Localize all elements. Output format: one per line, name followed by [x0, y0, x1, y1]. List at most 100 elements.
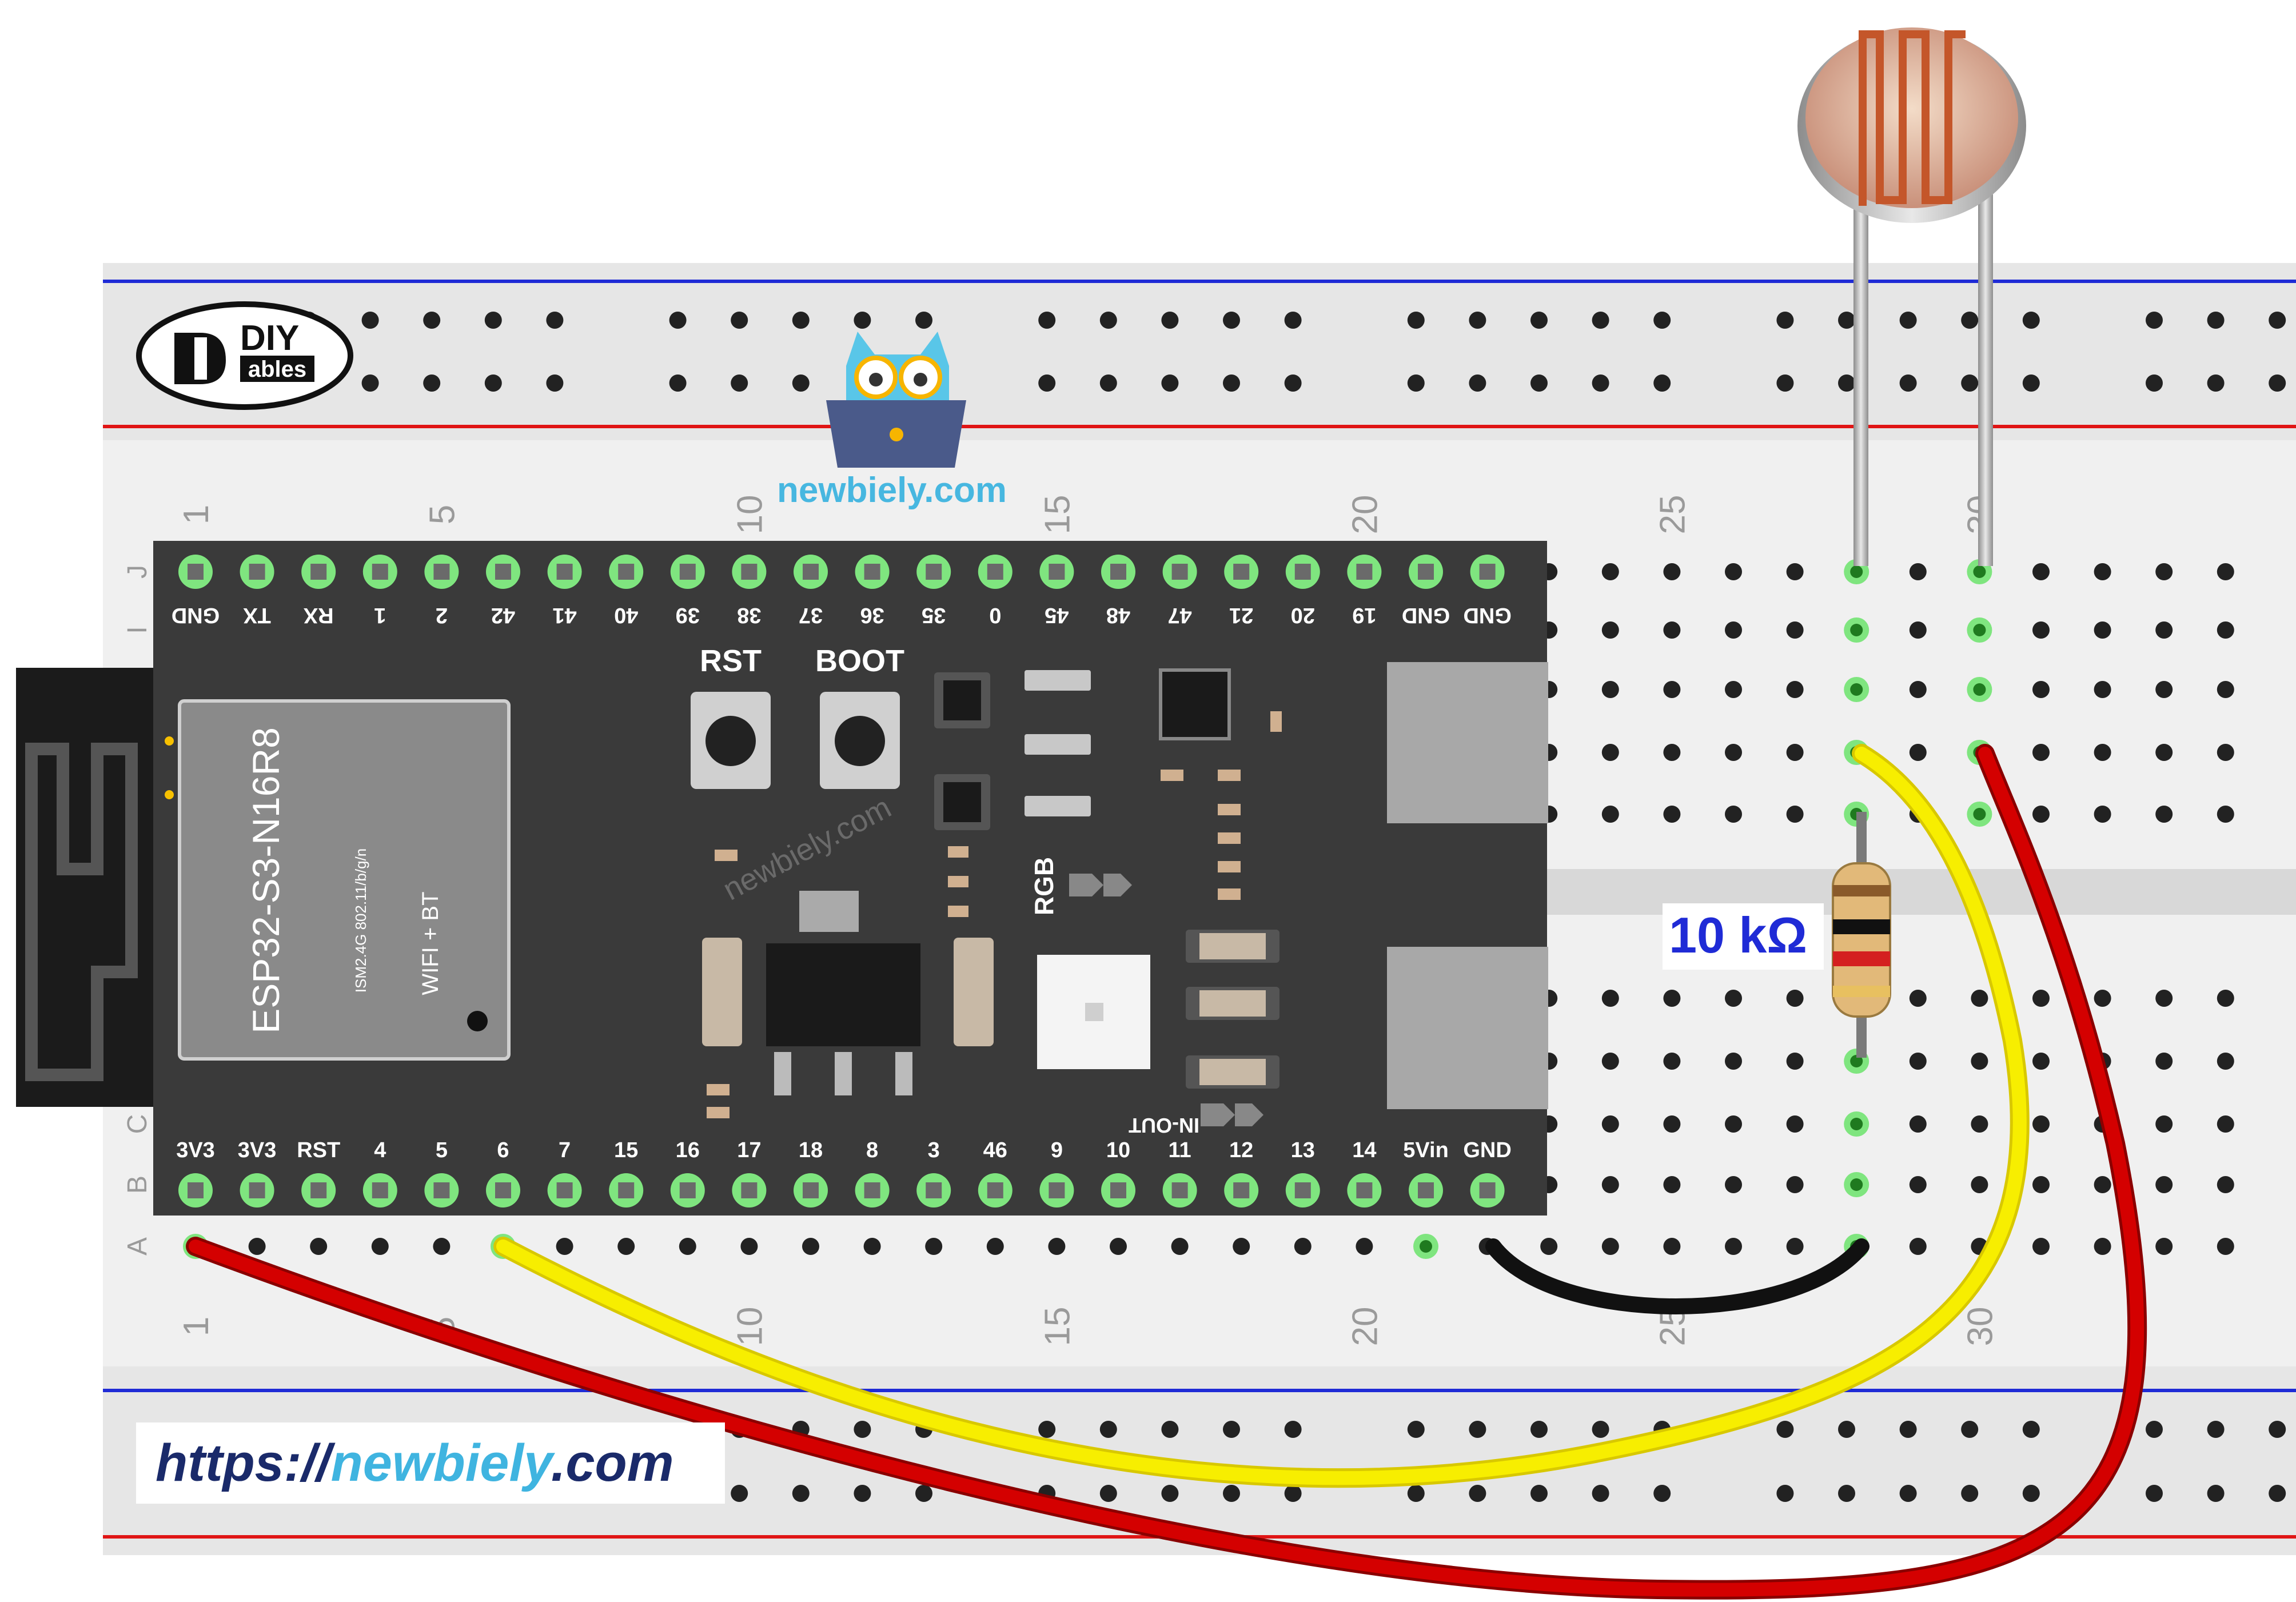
rail-hole [1284, 374, 1302, 392]
rail-hole [1407, 1485, 1425, 1502]
pin-label: 10 [1106, 1138, 1130, 1162]
breadboard-hole [1601, 806, 1619, 823]
rail-hole [1407, 1421, 1425, 1438]
boot-label: BOOT [815, 644, 904, 678]
rail-hole [1038, 1421, 1056, 1438]
inout-label: IN-OUT [1129, 1114, 1199, 1137]
breadboard-hole [1786, 1176, 1804, 1193]
rail-hole [361, 312, 379, 329]
breadboard-hole [1663, 1053, 1681, 1070]
header-pin-pad [741, 1182, 758, 1198]
header-pin-pad [741, 564, 758, 580]
photoresistor [1797, 27, 2026, 566]
logo-top-text: DIY [240, 318, 299, 358]
breadboard-hole [1663, 1176, 1681, 1193]
esp32-s3-board: ESP32-S3-N16R8 ISM2.4G 802.11/b/g/n WIFI… [16, 541, 1548, 1216]
module-wifi-bt: WIFI + BT [418, 891, 443, 995]
rail-hole [1530, 1421, 1548, 1438]
breadboard-hole-active-center [1420, 1240, 1432, 1253]
header-pin-pad [926, 1182, 942, 1198]
breadboard-hole [2094, 681, 2111, 698]
rail-hole [731, 312, 748, 329]
header-pin-pad [310, 564, 327, 580]
breadboard-hole [1909, 621, 1927, 639]
breadboard-hole [740, 1238, 758, 1255]
column-number: 20 [1345, 1307, 1385, 1346]
rail-hole [1776, 374, 1794, 392]
header-pin-pad [1356, 564, 1373, 580]
rail-hole [1961, 1485, 1979, 1502]
pin-label: GND [172, 603, 220, 627]
breadboard-hole [1663, 621, 1681, 639]
header-pin-pad [495, 564, 511, 580]
rail-hole [1161, 1421, 1179, 1438]
rail-hole [1469, 374, 1486, 392]
breadboard-hole [2217, 621, 2234, 639]
rail-hole [915, 1485, 932, 1502]
header-pin-pad [987, 1182, 1003, 1198]
breadboard-hole [1786, 1115, 1804, 1133]
breadboard-hole [1909, 1238, 1927, 1255]
column-number: 30 [1960, 1307, 2000, 1346]
rail-hole [1530, 312, 1548, 329]
row-letter: B [122, 1175, 153, 1194]
rail-hole [2207, 374, 2225, 392]
pin-label: 46 [983, 1138, 1007, 1162]
pin-label: 35 [922, 603, 946, 627]
breadboard-hole [1601, 744, 1619, 761]
rail-hole [2022, 1421, 2040, 1438]
pin-label: 17 [737, 1138, 761, 1162]
breadboard-hole [2032, 563, 2050, 580]
rail-hole [1223, 1485, 1240, 1502]
breadboard-hole [1048, 1238, 1066, 1255]
url-text: https://newbiely.com [156, 1434, 674, 1492]
breadboard-hole [1663, 563, 1681, 580]
rail-hole [2022, 374, 2040, 392]
rail-hole [1099, 1421, 1117, 1438]
rail-hole [1592, 374, 1609, 392]
rgb-label: RGB [1029, 857, 1059, 915]
breadboard-hole [1786, 681, 1804, 698]
rst-button[interactable] [691, 692, 771, 789]
header-pin-pad [1171, 1182, 1188, 1198]
breadboard-hole-active-center [1973, 683, 1986, 696]
breadboard-hole [2094, 990, 2111, 1007]
url-banner: https://newbiely.com [136, 1422, 725, 1504]
rail-hole [1038, 374, 1056, 392]
rail-hole [2022, 312, 2040, 329]
rail-hole [2146, 1421, 2163, 1438]
black-wire-gnd [1485, 1238, 1870, 1314]
boot-button[interactable] [820, 692, 900, 789]
pin-label: 42 [491, 603, 515, 627]
breadboard-hole [2217, 1115, 2234, 1133]
breadboard-hole [1663, 744, 1681, 761]
rail-hole [2146, 1485, 2163, 1502]
rail-hole [2022, 1485, 2040, 1502]
rail-hole [731, 374, 748, 392]
rail-hole [2207, 312, 2225, 329]
smd-capacitors [1186, 930, 1279, 1089]
header-pin-pad [310, 1182, 327, 1198]
breadboard-hole [679, 1238, 696, 1255]
rail-hole [423, 312, 441, 329]
header-pin-pad [1171, 564, 1188, 580]
rail-hole [2207, 1485, 2225, 1502]
rail-hole [1899, 374, 1917, 392]
breadboard-hole [1971, 1053, 1988, 1070]
rail-hole [1223, 312, 1240, 329]
rail-hole [1407, 312, 1425, 329]
column-number: 10 [730, 1307, 770, 1346]
rail-hole [1592, 1485, 1609, 1502]
breadboard-hole [248, 1238, 266, 1255]
esp32-module [178, 699, 511, 1061]
pin-label: TX [243, 603, 271, 627]
pin-label: 11 [1169, 1138, 1191, 1162]
pin-label: 13 [1291, 1138, 1315, 1162]
rail-hole [854, 312, 871, 329]
rail-hole [1838, 1485, 1855, 1502]
breadboard-hole [1725, 1176, 1742, 1193]
diyables-logo: DIY ables [136, 301, 353, 410]
url-prefix: https:// [156, 1434, 336, 1492]
rail-hole [2269, 1485, 2286, 1502]
